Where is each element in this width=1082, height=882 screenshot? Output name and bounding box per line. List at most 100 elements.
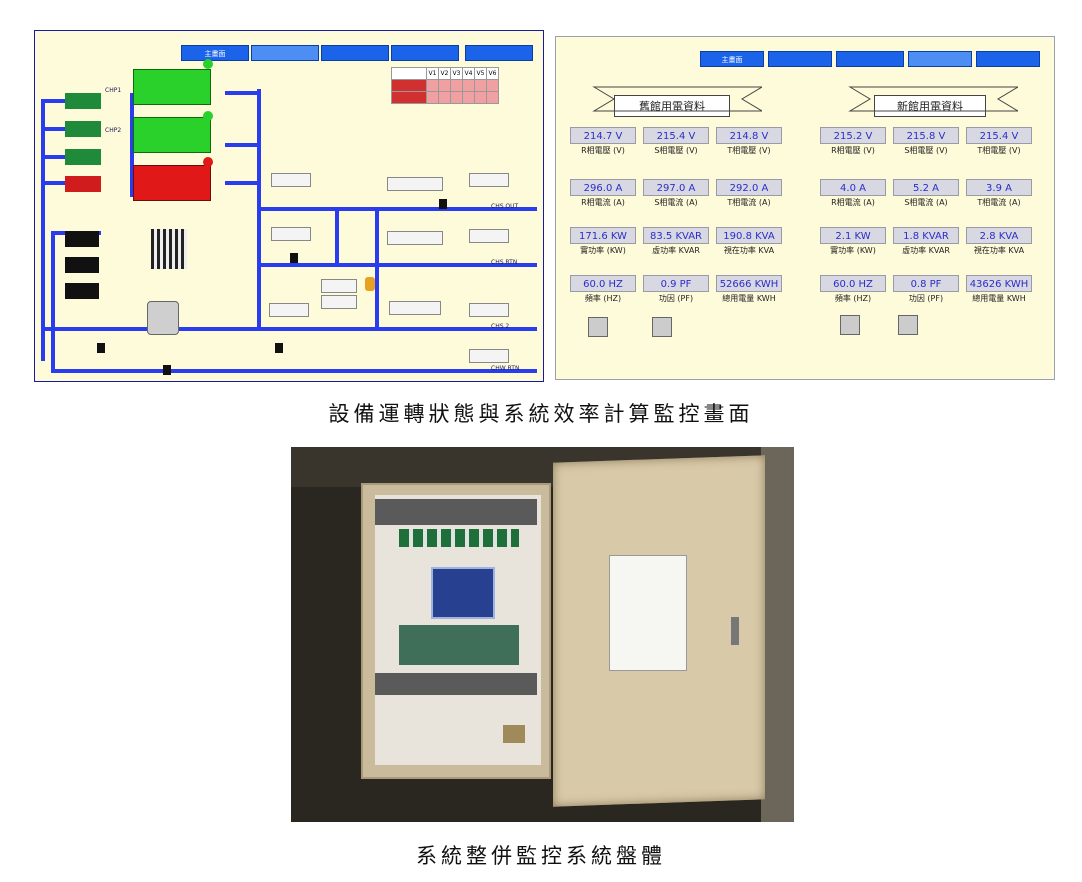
chiller-2-icon[interactable]: [133, 117, 211, 153]
power-reading: 0.8 PF 功因 (PF): [893, 275, 959, 304]
report-icon[interactable]: [840, 315, 860, 335]
power-reading: 214.7 V R相電壓 (V): [570, 127, 636, 156]
valve-icon[interactable]: [163, 365, 171, 375]
power-value: 214.8 V: [716, 127, 782, 144]
nav-button-2[interactable]: [251, 45, 319, 61]
power-label: 頻率 (HZ): [584, 294, 622, 303]
nav-main-button[interactable]: 主畫面: [700, 51, 764, 67]
power-label: 虛功率 KVAR: [652, 246, 700, 255]
report-icon[interactable]: [652, 317, 672, 337]
wall-right: [761, 447, 794, 822]
pipe: [225, 91, 261, 95]
pump-label: CHP1: [105, 87, 122, 94]
nav-button-4[interactable]: [391, 45, 459, 61]
terminal-strip: [399, 529, 519, 547]
power-value: 215.8 V: [893, 127, 959, 144]
pump-icon[interactable]: [65, 149, 101, 165]
door-handle-icon: [731, 617, 739, 645]
pipe: [225, 181, 261, 185]
nav-button-3[interactable]: [321, 45, 389, 61]
power-label: R相電壓 (V): [581, 146, 625, 155]
flow-readout: [387, 231, 443, 245]
nav-button-5[interactable]: [976, 51, 1040, 67]
door-label-sheet: [609, 555, 687, 671]
degree-readout: [321, 295, 357, 309]
report-icon[interactable]: [588, 317, 608, 337]
power-label: T相電流 (A): [727, 198, 771, 207]
valve-icon[interactable]: [97, 343, 105, 353]
pump-icon[interactable]: [65, 283, 99, 299]
power-value: 214.7 V: [570, 127, 636, 144]
power-value: 297.0 A: [643, 179, 709, 196]
pump-icon[interactable]: [65, 257, 99, 273]
pipe-label: CHS RTN: [491, 259, 518, 266]
cooling-tower-icon[interactable]: [151, 229, 187, 269]
power-value: 0.9 PF: [643, 275, 709, 292]
power-label: 虛功率 KVAR: [902, 246, 950, 255]
pump-icon[interactable]: [65, 176, 101, 192]
io-board: [399, 625, 519, 665]
pipe: [335, 207, 339, 267]
bypass-valve-icon[interactable]: [365, 277, 375, 291]
valve-icon[interactable]: [290, 253, 298, 263]
nav-button-3[interactable]: [836, 51, 904, 67]
power-value: 292.0 A: [716, 179, 782, 196]
power-value: 296.0 A: [570, 179, 636, 196]
pipe: [41, 99, 45, 361]
pipe: [225, 143, 261, 147]
nav-button-5[interactable]: [465, 45, 533, 61]
pipe: [51, 231, 55, 373]
valve-icon[interactable]: [275, 343, 283, 353]
banner-ribbon-icon: [592, 86, 762, 112]
chiller-3-icon[interactable]: [133, 165, 211, 201]
nav-main-button[interactable]: 主畫面: [181, 45, 249, 61]
temp-readout: [469, 303, 509, 317]
valve-icon[interactable]: [439, 199, 447, 209]
power-label: 功因 (PF): [908, 294, 944, 303]
pump-icon[interactable]: [65, 231, 99, 247]
wire-duct-bottom: [375, 673, 537, 695]
power-value: 215.4 V: [643, 127, 709, 144]
power-label: 實功率 (KW): [830, 246, 876, 255]
power-label: 總用電量 KWH: [722, 294, 776, 303]
wire-duct-top: [375, 499, 537, 525]
pump-icon[interactable]: [65, 93, 101, 109]
power-reading: 292.0 A T相電流 (A): [716, 179, 782, 208]
chiller-1-icon[interactable]: [133, 69, 211, 105]
readout: [389, 301, 441, 315]
power-value: 0.8 PF: [893, 275, 959, 292]
pump-icon[interactable]: [65, 121, 101, 137]
pipe: [130, 93, 134, 197]
report-icon[interactable]: [898, 315, 918, 335]
power-value: 3.9 A: [966, 179, 1032, 196]
nav-button-2[interactable]: [768, 51, 832, 67]
nav-button-4[interactable]: [908, 51, 972, 67]
power-label: 頻率 (HZ): [834, 294, 872, 303]
power-label: 視在功率 KVA: [723, 246, 775, 255]
pipe-chw-rtn: [51, 369, 537, 373]
power-label: R相電流 (A): [831, 198, 875, 207]
power-value: 60.0 HZ: [570, 275, 636, 292]
power-value: 52666 KWH: [716, 275, 782, 292]
power-value: 83.5 KVAR: [643, 227, 709, 244]
caption-bottom: 系統整併監控系統盤體: [416, 844, 666, 868]
power-value: 43626 KWH: [966, 275, 1032, 292]
status-light-icon: [203, 157, 213, 167]
power-label: R相電壓 (V): [831, 146, 875, 155]
